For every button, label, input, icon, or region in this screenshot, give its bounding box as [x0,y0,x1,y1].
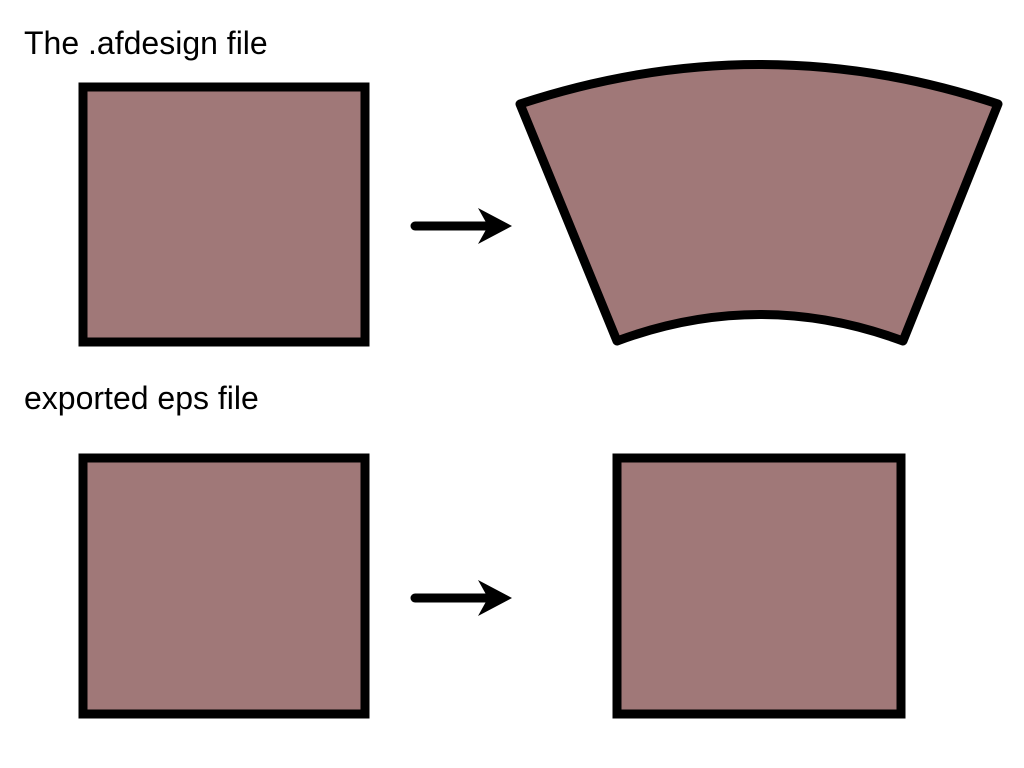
arrow-right-icon-bottom [410,580,512,616]
unchanged-square-eps [612,453,906,719]
afdesign-section-label: The .afdesign file [24,25,268,61]
arrow-right-icon-top [410,208,512,244]
eps-section-label: exported eps file [24,380,259,416]
original-square-afdesign [78,82,370,347]
warped-shape-afdesign [515,60,1003,346]
original-square-eps [78,453,370,719]
